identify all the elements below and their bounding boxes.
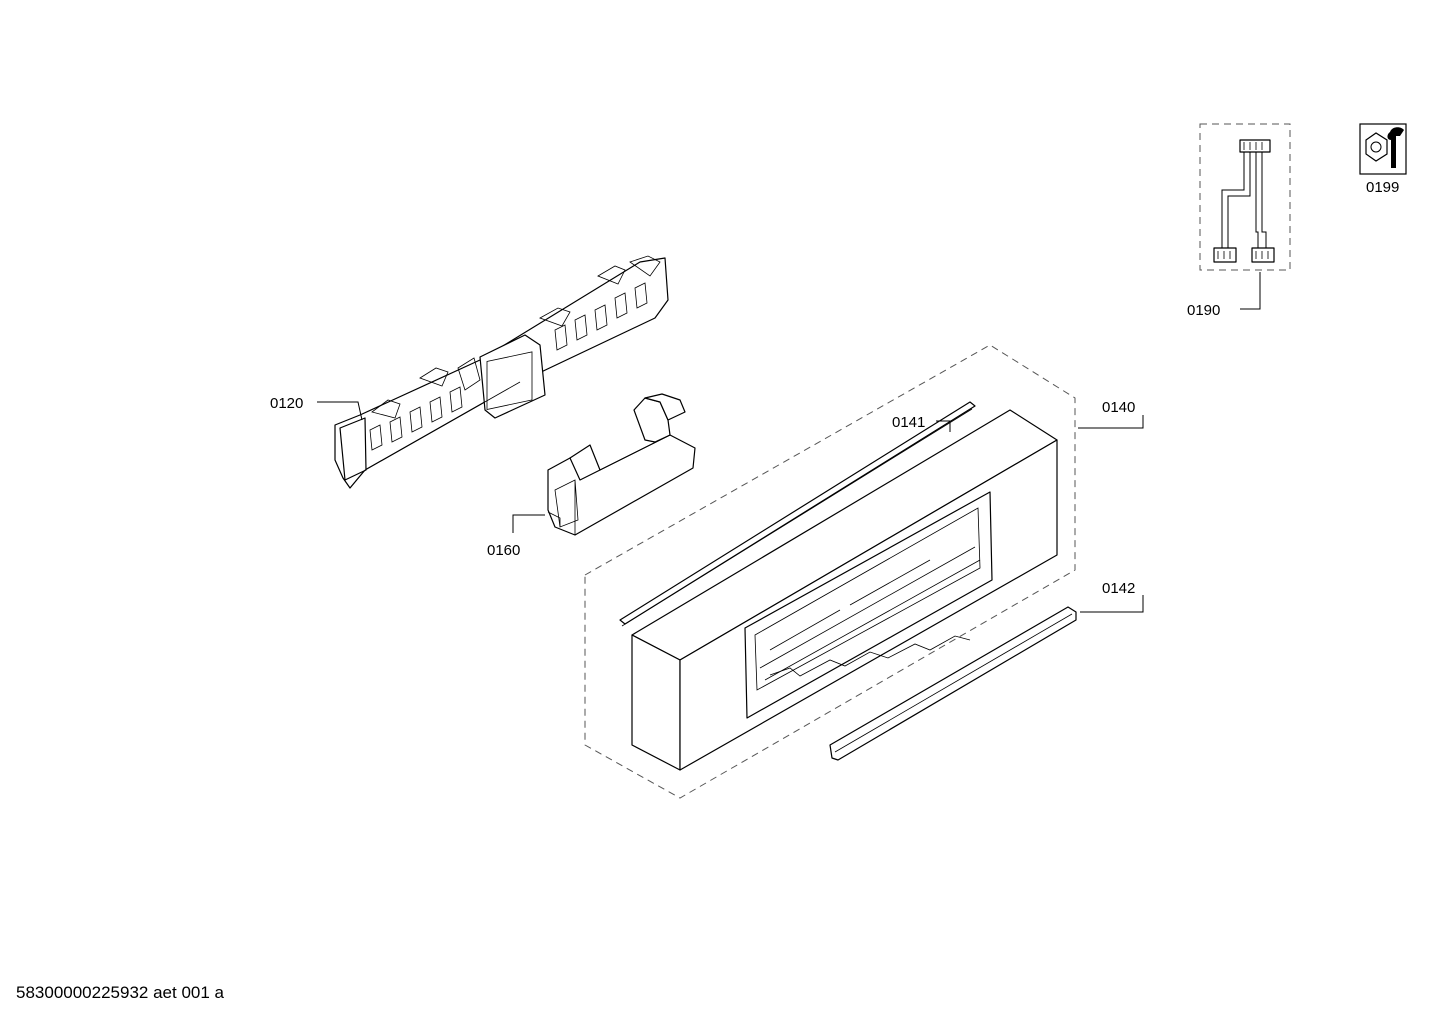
callout-0190[interactable]: 0190: [1187, 302, 1220, 319]
leader-0190: [1240, 272, 1261, 310]
part-0142-trim-strip[interactable]: [829, 606, 1077, 761]
leader-0141: [936, 420, 951, 432]
callout-0160[interactable]: 0160: [487, 542, 520, 559]
service-tool-icon[interactable]: [1359, 123, 1407, 175]
part-0141-strip[interactable]: [619, 401, 976, 627]
leader-0160: [512, 514, 545, 533]
document-id: 58300000225932 aet 001 a: [16, 983, 225, 1002]
callout-0142[interactable]: 0142: [1102, 580, 1135, 597]
group-0140-boundary: [584, 344, 1076, 799]
callout-0140[interactable]: 0140: [1102, 399, 1135, 416]
part-0120-control-module[interactable]: [334, 255, 669, 489]
part-0140-control-panel-fascia[interactable]: [631, 409, 1058, 771]
leader-0142: [1080, 595, 1144, 613]
group-0190-boundary: [1199, 123, 1291, 271]
leader-0120: [317, 401, 363, 421]
callout-0141[interactable]: 0141: [892, 414, 925, 431]
callout-0199[interactable]: 0199: [1366, 179, 1399, 196]
callout-0120[interactable]: 0120: [270, 395, 303, 412]
leader-0140: [1078, 415, 1144, 429]
wire-harness-icon[interactable]: [1213, 139, 1275, 263]
part-0160-holder-bracket[interactable]: [547, 393, 696, 536]
